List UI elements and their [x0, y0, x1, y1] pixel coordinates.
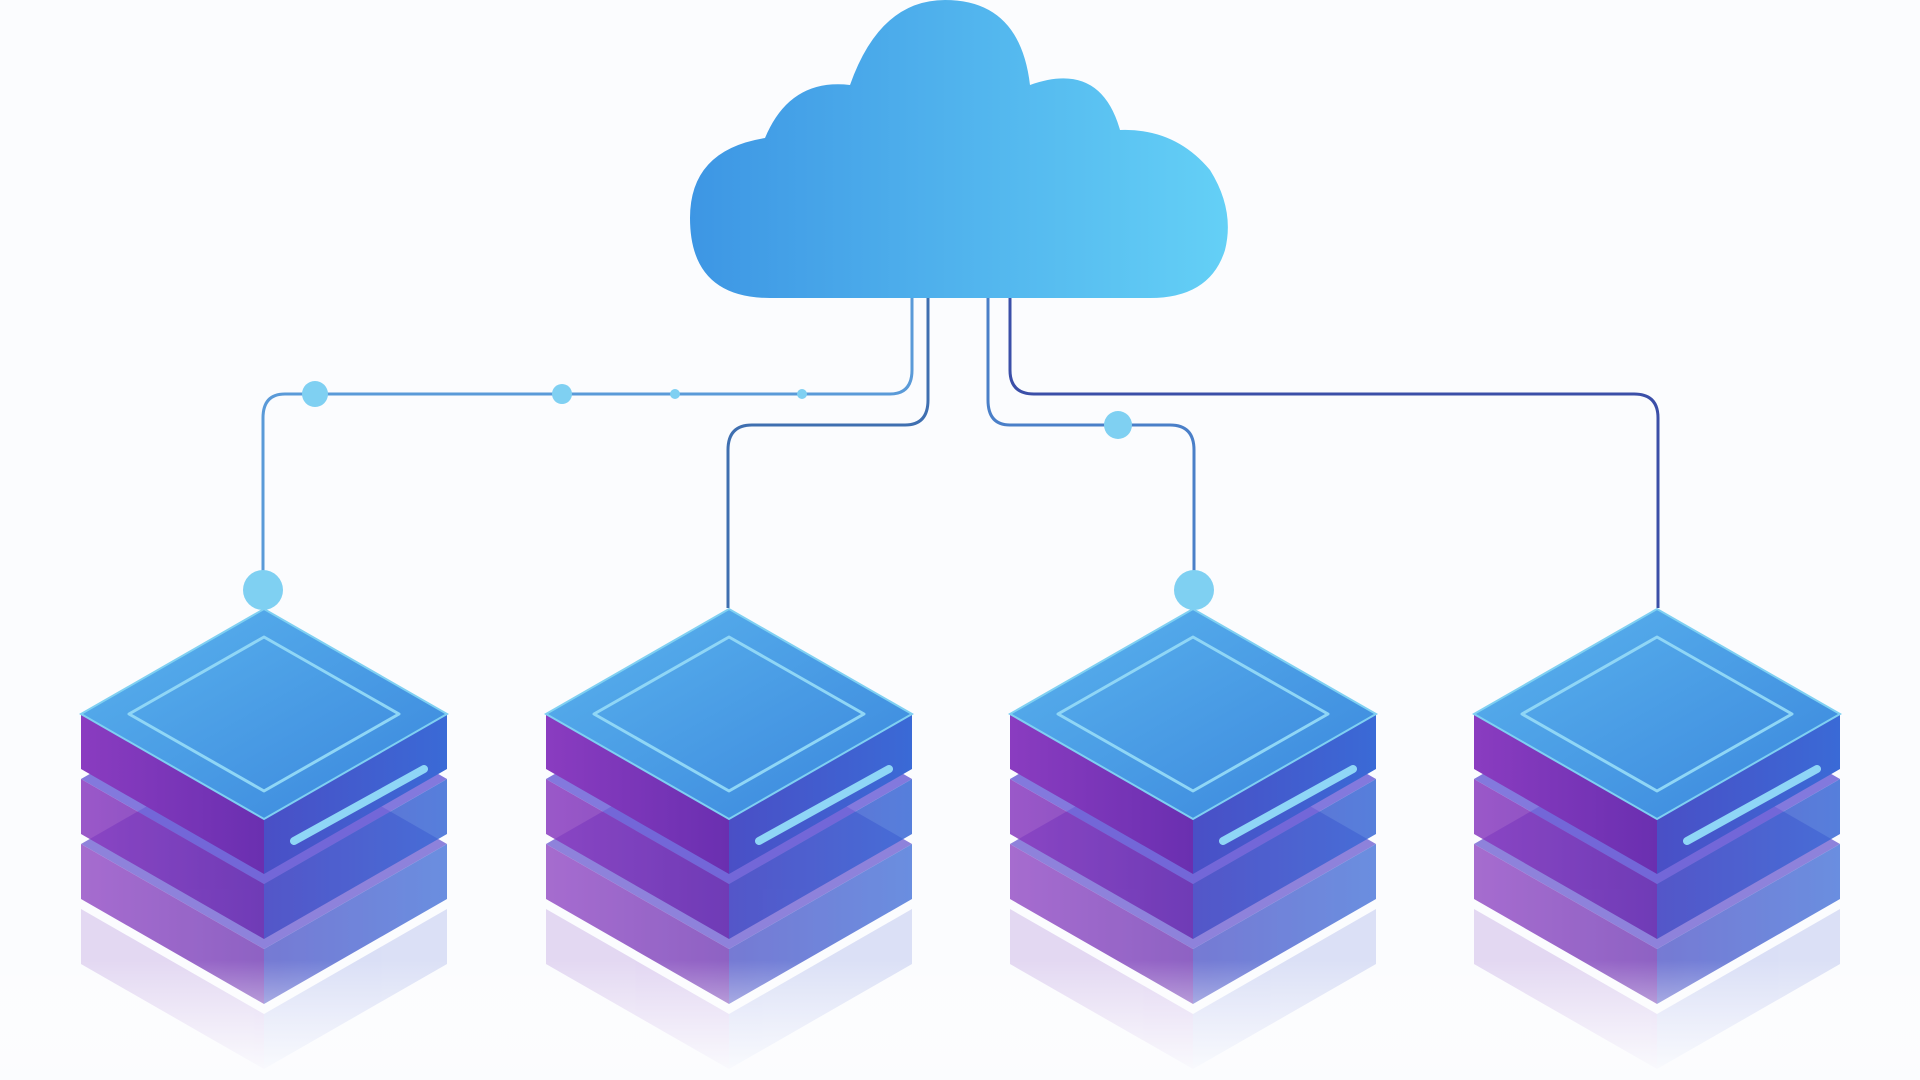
floor-fade — [0, 960, 1920, 1080]
connector-lines — [261, 298, 1660, 608]
cloud-icon — [690, 0, 1228, 298]
connector-nodes — [243, 381, 1214, 610]
